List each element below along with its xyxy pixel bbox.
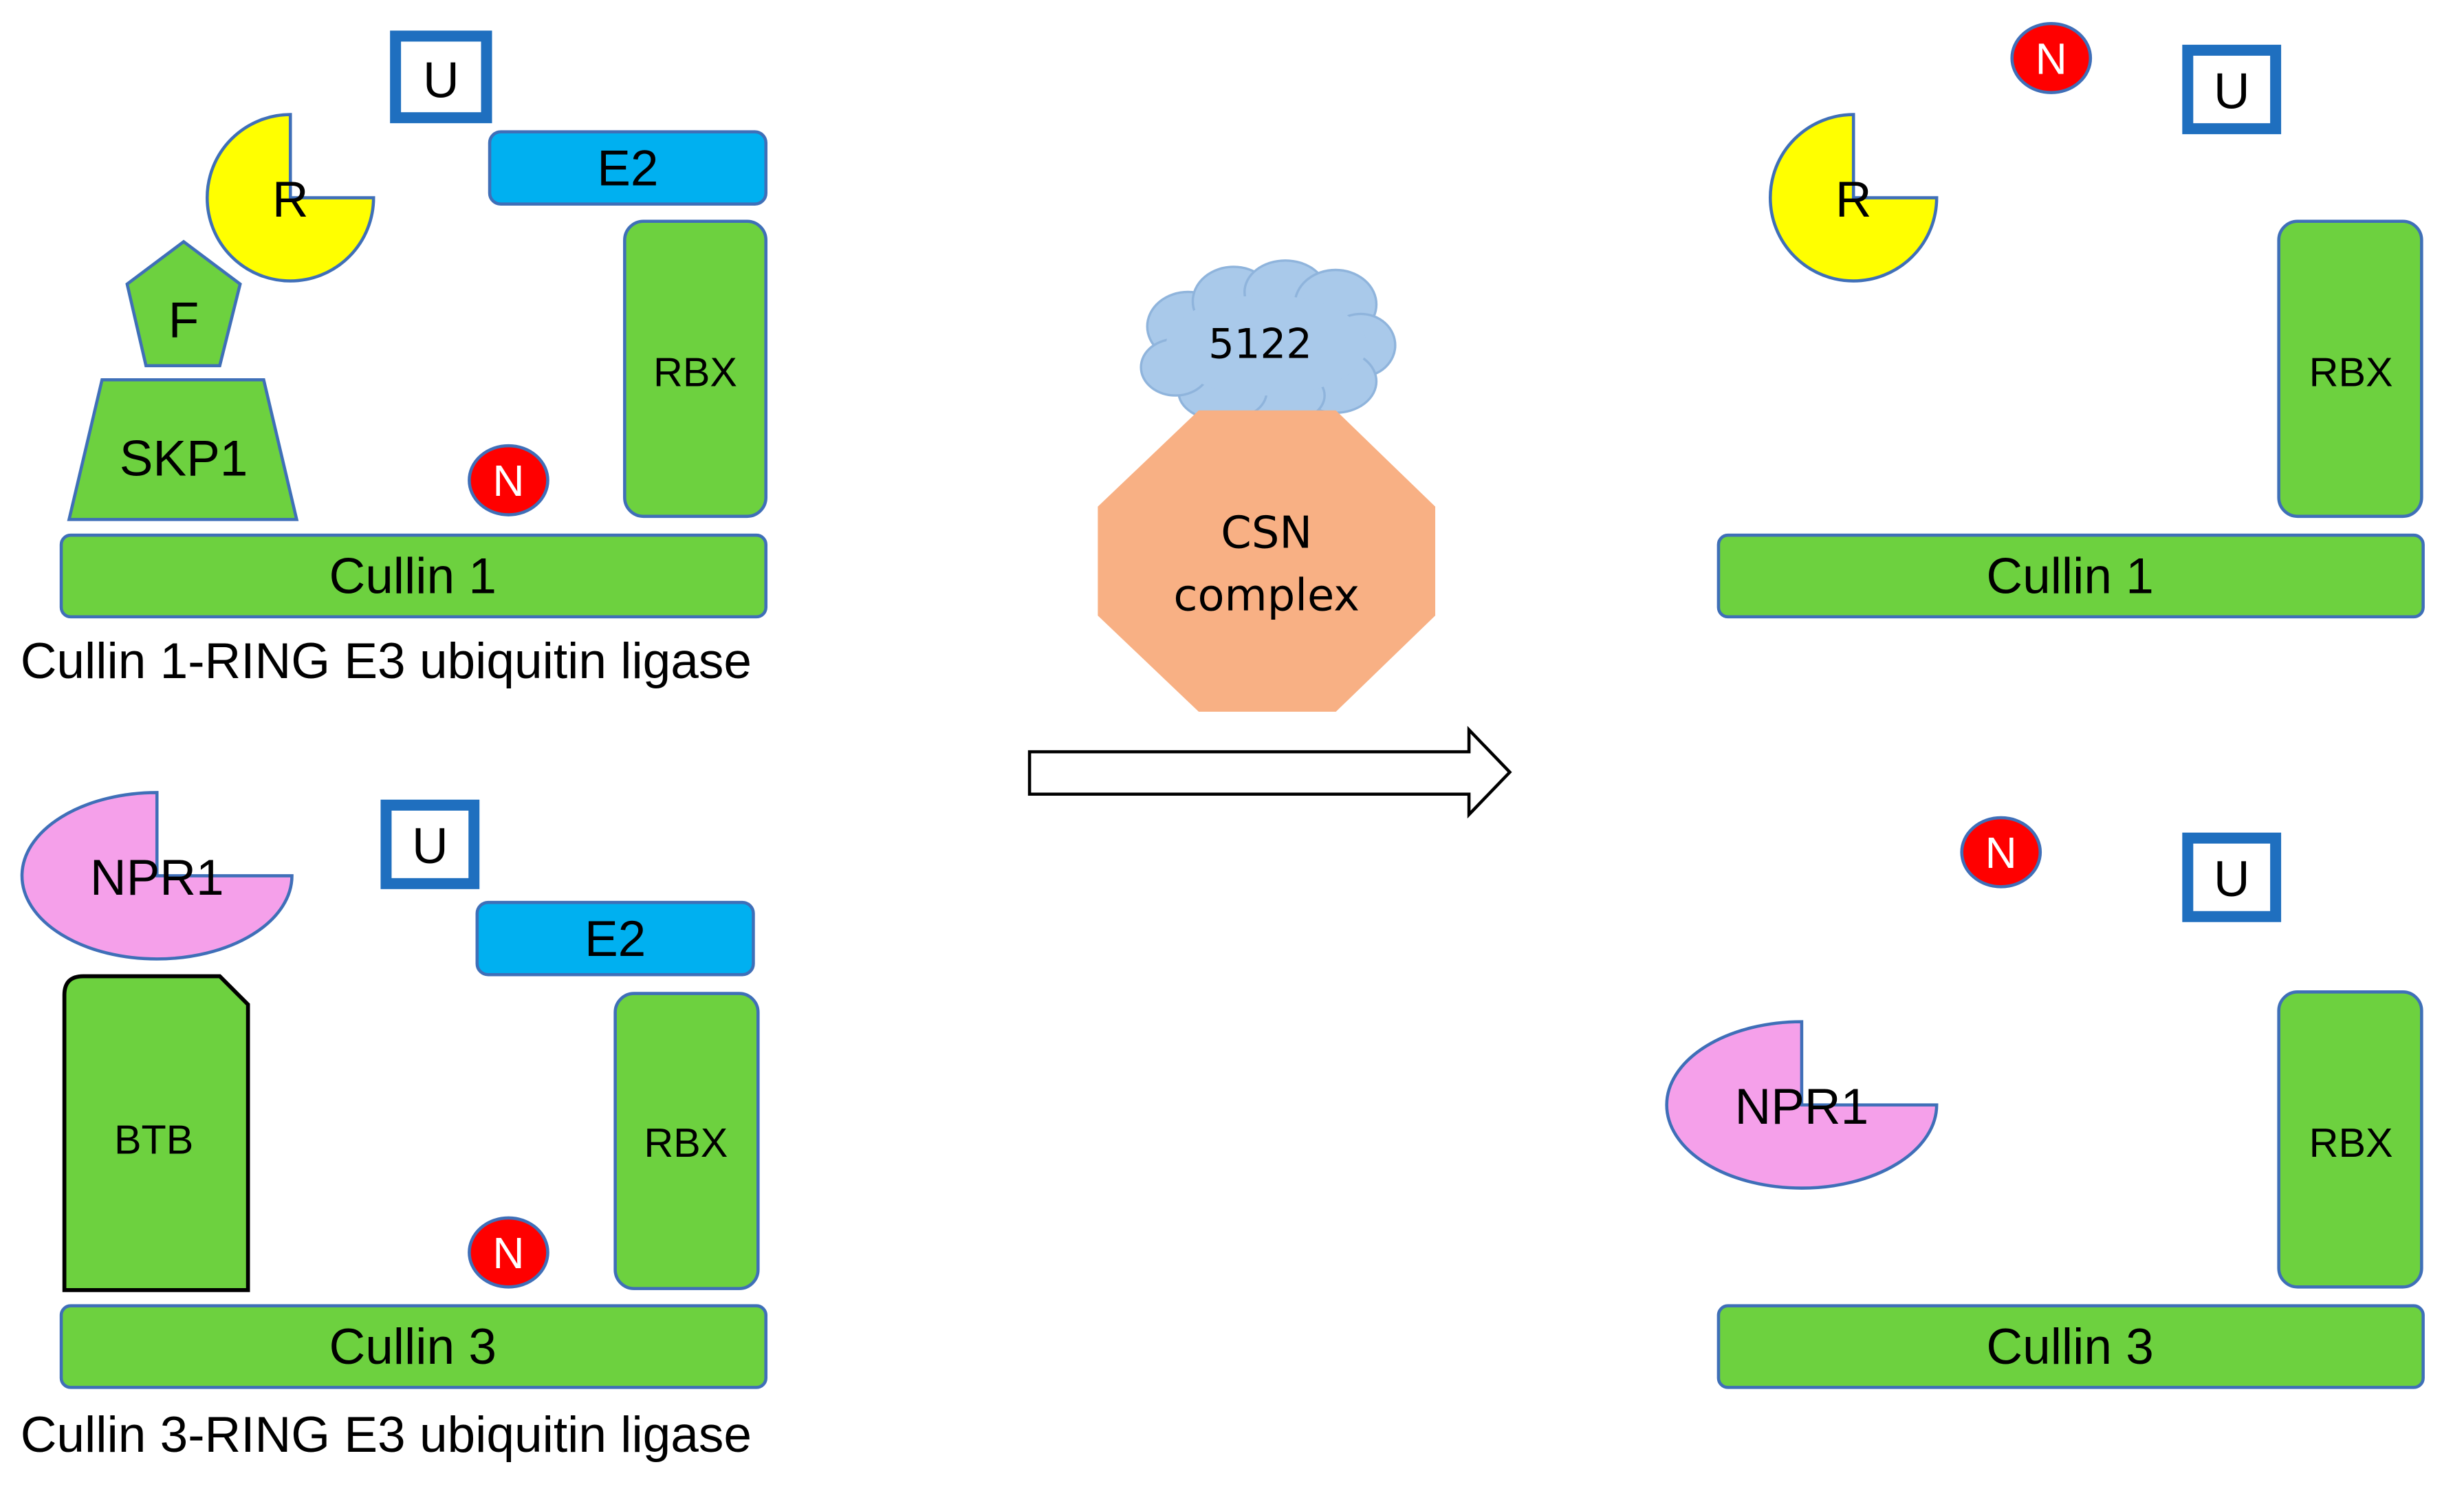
cullin1-bar: Cullin 1 — [1716, 533, 2425, 619]
nedd8-label: N — [492, 456, 524, 505]
cullin3-label: Cullin 3 — [1986, 1319, 2154, 1375]
e2-enzyme: E2 — [488, 130, 767, 206]
nedd8-label: N — [492, 1228, 524, 1278]
reaction-arrow — [1027, 726, 1512, 819]
receptor-pacman: R — [1768, 113, 1939, 283]
rbx-box: RBX — [2277, 990, 2423, 1289]
receptor-label: R — [272, 172, 309, 228]
btb-box: BTB — [62, 974, 250, 1292]
nedd8-circle: N — [468, 444, 549, 516]
nedd8-circle: N — [468, 1216, 549, 1289]
nedd8-label: N — [1985, 828, 2017, 878]
skp1-trapezoid: SKP1 — [67, 378, 299, 521]
npr1-pacman: NPR1 — [20, 791, 294, 961]
rbx-label: RBX — [653, 349, 737, 395]
f-box-label: F — [168, 293, 199, 349]
ubiquitin-label: U — [2214, 63, 2250, 119]
e2-label: E2 — [597, 140, 658, 196]
nedd8-circle: N — [1960, 816, 2042, 889]
cullin3-ligase-assembled: NPR1 U E2 BTB RBX N Cullin 3 — [20, 791, 767, 1463]
cloud-5122: 5122 — [1140, 259, 1397, 425]
ubiquitin-box: U — [380, 799, 480, 889]
cullin1-disassembled: N U R RBX Cullin 1 — [1716, 21, 2425, 619]
cullin3-label: Cullin 3 — [329, 1319, 497, 1375]
nedd8-circle: N — [2010, 21, 2093, 94]
csn-complex-group: 5122 CSN complex — [1027, 259, 1512, 819]
csn-label-line1: CSN — [1221, 508, 1312, 558]
e2-label: E2 — [585, 911, 646, 967]
rbx-box: RBX — [613, 992, 760, 1290]
ubiquitin-label: U — [423, 52, 459, 108]
f-box-pentagon: F — [125, 239, 242, 368]
ubiquitin-label: U — [412, 818, 448, 874]
cullin3-bar: Cullin 3 — [1716, 1304, 2425, 1389]
nedd8-label: N — [2036, 34, 2067, 83]
ubiquitin-box: U — [2182, 832, 2282, 922]
skp1-label: SKP1 — [120, 431, 248, 486]
cullin1-ligase-assembled: U E2 R F SKP1 RBX N — [21, 30, 767, 689]
ubiquitin-label: U — [2214, 851, 2250, 907]
npr1-label: NPR1 — [1735, 1079, 1869, 1135]
rbx-label: RBX — [2309, 349, 2393, 395]
csn-octagon: CSN complex — [1098, 410, 1436, 712]
cullin1-label: Cullin 1 — [1986, 549, 2154, 605]
rbx-label: RBX — [644, 1120, 728, 1166]
cullin1-bar: Cullin 1 — [59, 533, 767, 619]
csn-label-line2: complex — [1173, 571, 1360, 622]
npr1-pacman: NPR1 — [1665, 1020, 1939, 1190]
cullin1-caption: Cullin 1-RING E3 ubiquitin ligase — [21, 633, 752, 689]
ubiquitin-box: U — [2182, 45, 2282, 135]
rbx-box: RBX — [623, 219, 767, 519]
ubiquitin-box: U — [390, 30, 492, 124]
btb-label: BTB — [114, 1116, 193, 1162]
cloud-label: 5122 — [1208, 320, 1312, 367]
rbx-label: RBX — [2309, 1120, 2393, 1166]
cullin3-caption: Cullin 3-RING E3 ubiquitin ligase — [21, 1407, 752, 1463]
receptor-label: R — [1835, 172, 1872, 228]
receptor-pacman: R — [206, 113, 375, 283]
cullin3-bar: Cullin 3 — [59, 1304, 767, 1389]
rbx-box: RBX — [2277, 219, 2423, 519]
e2-enzyme: E2 — [475, 900, 755, 977]
cullin3-disassembled: N U NPR1 RBX Cullin 3 — [1665, 816, 2425, 1389]
npr1-label: NPR1 — [90, 850, 224, 906]
cullin1-label: Cullin 1 — [329, 549, 497, 605]
